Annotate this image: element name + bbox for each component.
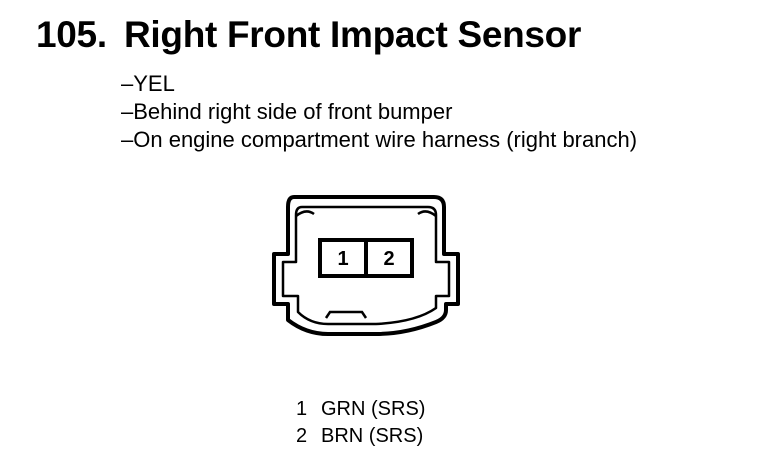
connector-outer-shell [272,195,460,336]
component-location: Behind right side of front bumper [121,98,637,126]
latch-left [295,210,315,217]
pin-circuit: GRN (SRS) [321,398,426,420]
pin-label-1: 1 [337,248,348,270]
pin-row: 1 GRN (SRS) [296,396,425,423]
pin-cavity-2 [364,238,414,278]
connector-key [324,310,368,319]
pin-assignment-list: 1 GRN (SRS) 2 BRN (SRS) [296,396,425,450]
pin-label-2: 2 [383,248,394,270]
connector-diagram: 1 2 [272,195,460,336]
pin-number: 2 [296,425,308,447]
connector-inner-shell [281,205,451,326]
component-name: Right Front Impact Sensor [124,14,582,55]
connector-color: YEL [121,70,637,98]
item-number: 105. [36,14,107,55]
pin-row: 2 BRN (SRS) [296,423,425,450]
pin-circuit: BRN (SRS) [321,425,424,447]
harness-location: On engine compartment wire harness (righ… [121,126,637,154]
latch-right [417,210,437,217]
pin-number: 1 [296,398,308,420]
page-title: 105. Right Front Impact Sensor [36,14,581,56]
component-details: YEL Behind right side of front bumper On… [121,70,637,154]
